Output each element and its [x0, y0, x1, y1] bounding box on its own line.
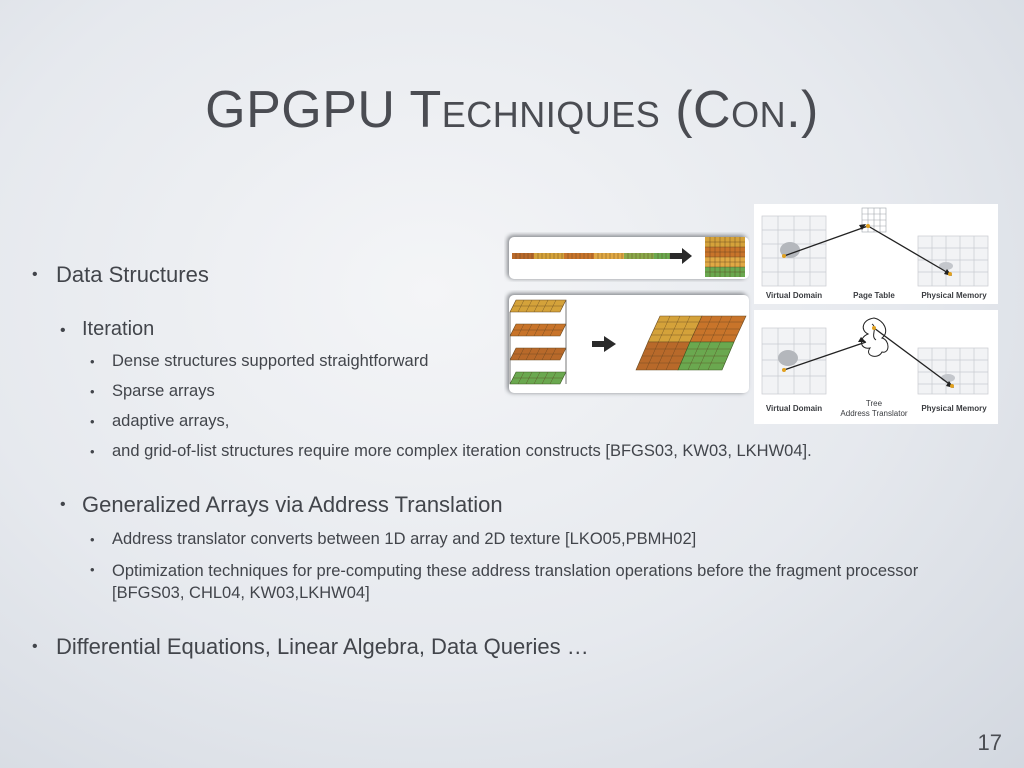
- tree-shape: [861, 317, 889, 357]
- bullet-text: Data Structures: [56, 262, 209, 287]
- bullet-dot: •: [90, 384, 95, 399]
- bullet-sparse: • Sparse arrays: [90, 382, 215, 401]
- bullet-dense: • Dense structures supported straightfor…: [90, 352, 428, 371]
- 2d-atlas: [635, 315, 747, 371]
- bullet-text: Sparse arrays: [112, 382, 215, 400]
- slide-title: GPGPU Techniques (Con.): [0, 80, 1024, 140]
- bullet-text: Iteration: [82, 318, 155, 340]
- label-virtual-domain: Virtual Domain: [766, 291, 822, 300]
- label-virtual-domain: Virtual Domain: [766, 404, 822, 413]
- bullet-text: Address translator converts between 1D a…: [112, 530, 697, 548]
- title-part: on: [731, 81, 787, 139]
- virtual-shape: [780, 242, 800, 258]
- bullet-adaptive: • adaptive arrays,: [90, 412, 229, 431]
- title-part: echniques: [441, 81, 661, 139]
- label-address-translator: Address Translator: [840, 409, 907, 418]
- title-part: .): [786, 81, 819, 139]
- physical-shape: [941, 374, 955, 382]
- label-tree: Tree: [866, 399, 883, 408]
- bullet-dot: •: [90, 444, 95, 459]
- bullet-iteration: • Iteration: [60, 318, 154, 341]
- virtual-shape: [778, 350, 798, 366]
- arrow-head-icon: [858, 337, 866, 342]
- bullet-dot: •: [90, 414, 95, 429]
- bullet-text: Dense structures supported straightforwa…: [112, 352, 429, 370]
- bullet-dot: •: [90, 562, 95, 577]
- physical-shape: [939, 262, 953, 270]
- bullet-optimization: • Optimization techniques for pre-comput…: [90, 560, 952, 604]
- diagram-tree-translator: Virtual Domain Tree Address Translator P…: [754, 310, 998, 424]
- point-marker: [948, 272, 952, 276]
- bullet-differential: • Differential Equations, Linear Algebra…: [32, 634, 589, 660]
- translation-path: [783, 327, 953, 387]
- bullet-grid-of-list: • and grid-of-list structures require mo…: [90, 442, 812, 461]
- point-marker: [950, 384, 954, 388]
- bullet-text: Differential Equations, Linear Algebra, …: [56, 634, 589, 659]
- stacked-slices: [509, 299, 567, 385]
- bullet-dot: •: [90, 532, 95, 547]
- bullet-generalized: • Generalized Arrays via Address Transla…: [60, 492, 503, 518]
- point-marker: [782, 368, 786, 372]
- title-part: GPGPU T: [205, 81, 442, 139]
- bullet-dot: •: [32, 638, 38, 655]
- right-arrow-icon: [592, 336, 616, 352]
- bullet-text: and grid-of-list structures require more…: [112, 442, 812, 460]
- bullet-text: adaptive arrays,: [112, 412, 230, 430]
- diagram-page-table: Virtual Domain Page Table Physical Memor…: [754, 204, 998, 304]
- label-page-table: Page Table: [853, 291, 895, 300]
- arrow-head-icon: [859, 224, 866, 230]
- page-number: 17: [977, 730, 1002, 755]
- bullet-translator: • Address translator converts between 1D…: [90, 530, 696, 549]
- right-arrow-icon: [670, 248, 692, 264]
- physical-memory-grid: [917, 235, 989, 287]
- point-marker: [872, 326, 876, 330]
- bullet-text: Generalized Arrays via Address Translati…: [82, 492, 503, 517]
- page-table-grid: [861, 207, 887, 233]
- bullet-dot: •: [90, 354, 95, 369]
- bullet-text: Optimization techniques for pre-computin…: [112, 562, 919, 602]
- bullet-data-structures: • Data Structures: [32, 262, 209, 288]
- point-marker: [782, 254, 786, 258]
- figure-3d-to-2d: [504, 290, 752, 398]
- bullet-dot: •: [60, 322, 66, 339]
- bullet-dot: •: [60, 496, 66, 513]
- virtual-domain-grid: [761, 327, 827, 395]
- label-physical-memory: Physical Memory: [921, 404, 987, 413]
- title-part: (C: [660, 81, 732, 139]
- packed-2d-texture: [705, 237, 745, 277]
- label-physical-memory: Physical Memory: [921, 291, 987, 300]
- bullet-dot: •: [32, 266, 38, 283]
- linear-array-strip: [512, 253, 674, 259]
- point-marker: [866, 224, 870, 228]
- figure-1d-to-2d: [504, 232, 750, 282]
- translation-path: [783, 225, 951, 275]
